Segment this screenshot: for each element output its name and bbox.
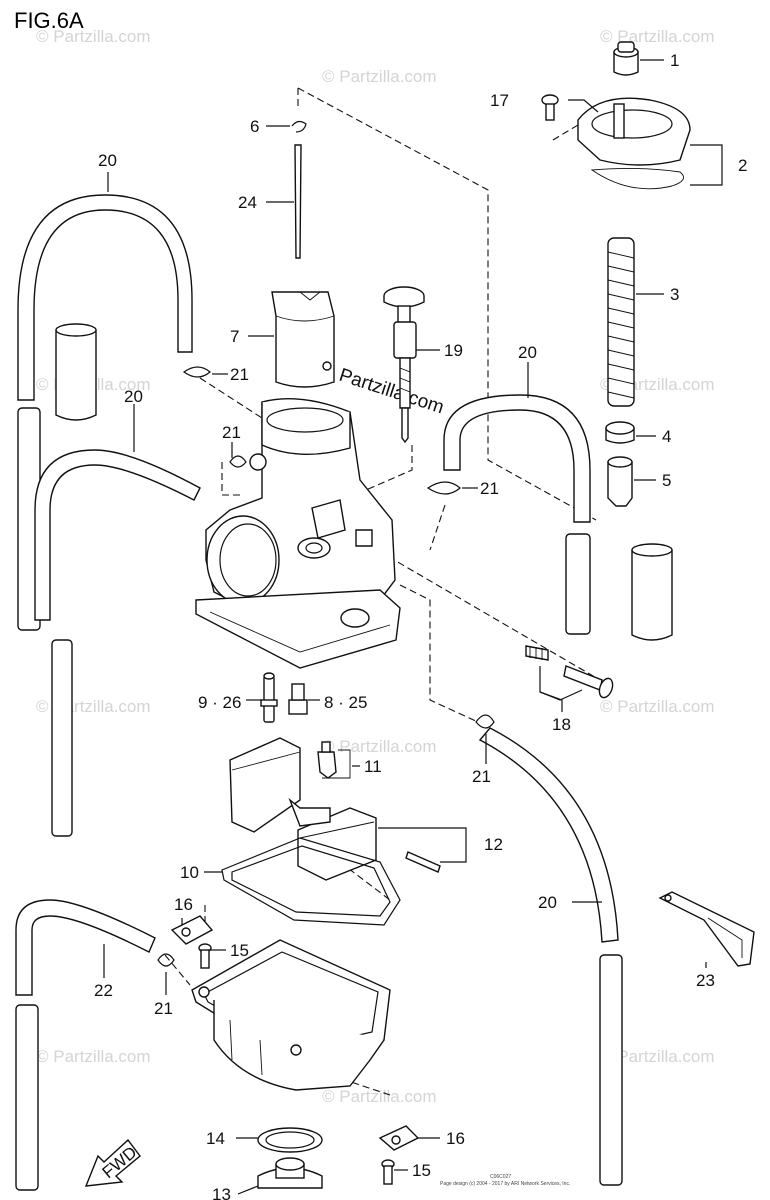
footer-copyright: Page design (c) 2004 - 2017 by ARI Netwo… [440, 1181, 570, 1187]
callout-15-lower: 15 [412, 1161, 431, 1180]
callout-13: 13 [212, 1185, 231, 1200]
callout-20-right-arch: 20 [518, 343, 537, 362]
part-7-throttle-valve [271, 291, 335, 388]
part-19-starter-plunger [383, 286, 425, 444]
callout-1: 1 [670, 51, 679, 70]
part-23-strap [658, 891, 755, 967]
watermark: © Partzilla.com [322, 67, 437, 86]
callout-22: 22 [94, 981, 113, 1000]
hose-20-mid-left [34, 449, 201, 621]
callout-4: 4 [662, 427, 671, 446]
callout-21-d: 21 [472, 767, 491, 786]
callout-20-left: 20 [98, 151, 117, 170]
hose-22 [15, 899, 156, 1191]
callout-20-right-long: 20 [538, 893, 557, 912]
callout-18: 18 [552, 715, 571, 734]
part-9-26-pilot-jet [260, 672, 278, 723]
callout-9-26: 9 · 26 [198, 693, 241, 712]
callout-15-upper: 15 [230, 941, 249, 960]
callout-7: 7 [230, 327, 239, 346]
footer-code: C06C027 [490, 1174, 511, 1180]
carburetor-body [195, 398, 401, 669]
watermark: © Partzilla.com [322, 737, 437, 756]
watermark: © Partzilla.com [322, 1087, 437, 1106]
watermark: © Partzilla.com [36, 1047, 151, 1066]
callout-21-b: 21 [222, 423, 241, 442]
callout-3: 3 [670, 285, 679, 304]
hose-cap-right [631, 543, 673, 641]
callout-24: 24 [238, 193, 257, 212]
part-13-drain-plug [257, 1157, 323, 1189]
part-16-bracket-lower [378, 1125, 420, 1151]
callout-10: 10 [180, 863, 199, 882]
callout-21-e: 21 [154, 999, 173, 1018]
callout-11: 11 [364, 757, 382, 776]
part-2-top-cover [577, 97, 691, 190]
part-18-idle-screw [525, 645, 614, 701]
part-15-screw-lower [381, 1159, 395, 1185]
callout-16-lower: 16 [446, 1129, 465, 1148]
part-10-gasket [221, 837, 401, 926]
callout-21-c: 21 [480, 479, 499, 498]
callout-5: 5 [662, 471, 671, 490]
fwd-arrow-icon: FWD [84, 1138, 141, 1187]
callout-14: 14 [206, 1129, 225, 1148]
part-4-retainer [605, 421, 635, 444]
hose-20-left [17, 194, 193, 837]
callout-labels: 1 2 3 4 5 6 7 8 · 25 9 · 26 10 11 12 13 … [94, 51, 747, 1200]
part-3-spring [607, 237, 635, 407]
watermark: © Partzilla.com [600, 697, 715, 716]
part-21-clamps [157, 366, 495, 967]
callout-2: 2 [738, 156, 747, 175]
part-12-float [229, 737, 441, 881]
figure-title: FIG.6A [14, 8, 84, 33]
callout-20-mid-left: 20 [124, 387, 143, 406]
part-17-screw [541, 94, 559, 121]
part-24-needle [294, 144, 302, 259]
float-bowl [191, 939, 391, 1091]
part-15-screw-upper [198, 943, 212, 969]
callout-21-a: 21 [230, 365, 249, 384]
watermark: © Partzilla.com [600, 1047, 715, 1066]
callout-19: 19 [444, 341, 463, 360]
callout-12: 12 [484, 835, 503, 854]
hose-cap-left [55, 323, 97, 421]
watermark: © Partzilla.com [36, 27, 151, 46]
hose-20-right-arch [443, 394, 591, 635]
part-1-cap [613, 41, 639, 76]
watermark: © Partzilla.com [600, 27, 715, 46]
part-16-bracket-upper [170, 915, 214, 945]
callout-23: 23 [696, 971, 715, 990]
callout-17: 17 [490, 91, 509, 110]
callout-8-25: 8 · 25 [324, 693, 367, 712]
part-11-float-valve [317, 741, 351, 779]
part-5-jet-holder [607, 456, 633, 507]
center-watermark: Partzilla.com [336, 365, 446, 419]
part-8-25-main-jet [288, 683, 308, 715]
callout-16-upper: 16 [174, 895, 193, 914]
hose-20-right-long [478, 727, 623, 1186]
callout-6: 6 [250, 117, 259, 136]
leader-lines [103, 59, 723, 1195]
part-14-o-ring [257, 1127, 323, 1153]
part-6-clip [291, 120, 307, 133]
